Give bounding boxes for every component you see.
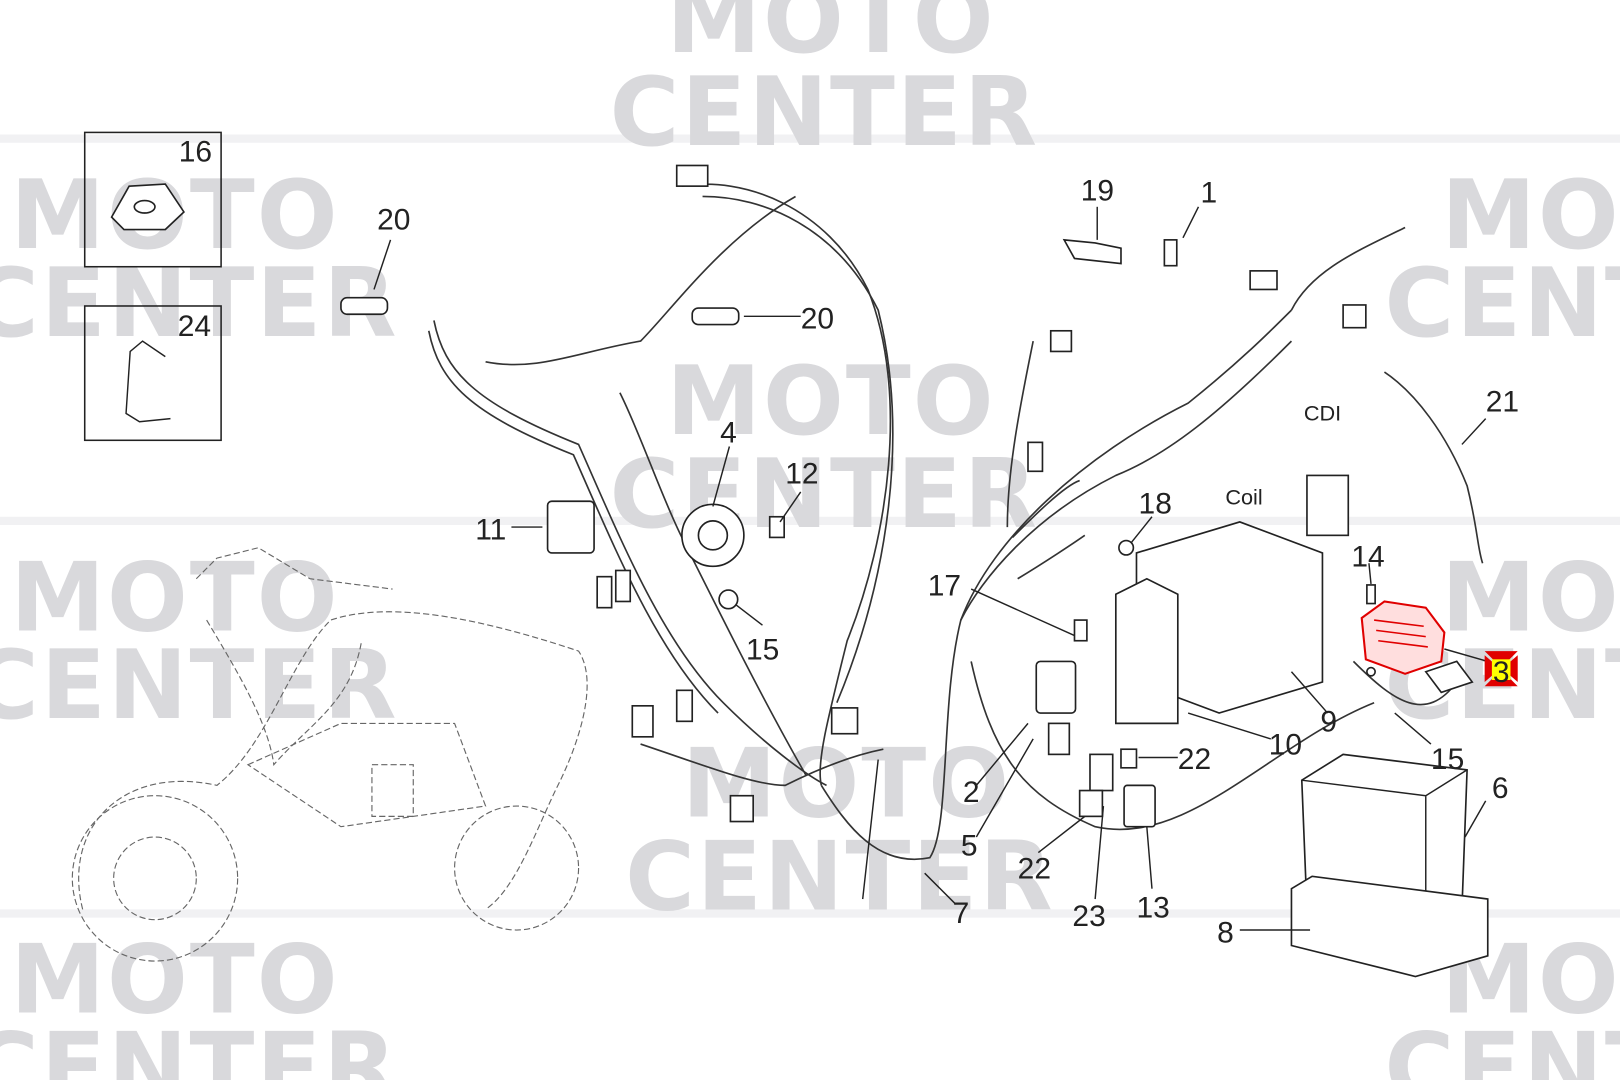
watermark-text: CENTER xyxy=(1384,249,1620,359)
flasher-relay-11 xyxy=(546,500,595,554)
callout-24: 24 xyxy=(178,310,211,343)
watermark-text: CENTER xyxy=(610,58,1040,168)
callout-15[interactable]: 15 xyxy=(1431,743,1464,776)
callout-8[interactable]: 8 xyxy=(1217,916,1234,949)
watermark-text: CENTER xyxy=(0,631,399,741)
callout-4[interactable]: 4 xyxy=(720,416,737,449)
watermark-text: MOTO xyxy=(666,0,995,75)
callout-6[interactable]: 6 xyxy=(1492,772,1509,805)
watermark-text: MOTO xyxy=(1441,161,1620,271)
clamp-19 xyxy=(1062,238,1122,265)
callout-23[interactable]: 23 xyxy=(1072,900,1105,933)
callout-17[interactable]: 17 xyxy=(928,569,961,602)
callout-22[interactable]: 22 xyxy=(1018,852,1051,885)
components xyxy=(340,164,1489,978)
connector-label-coil: Coil xyxy=(1225,484,1262,509)
callout-7[interactable]: 7 xyxy=(953,897,970,930)
callout-22[interactable]: 22 xyxy=(1178,743,1211,776)
callout-21[interactable]: 21 xyxy=(1486,385,1519,418)
inset-part-24[interactable]: 24 xyxy=(83,305,222,442)
inset-part-16[interactable]: 16 xyxy=(83,131,222,268)
watermark-text: CENTER xyxy=(610,440,1040,550)
callout-20[interactable]: 20 xyxy=(801,303,834,336)
battery-tray-8 xyxy=(1290,875,1489,978)
callouts: 20 20 19 1 21 4 12 11 15 18 17 14 9 10 1… xyxy=(377,175,1519,950)
connector-label-cdi: CDI xyxy=(1304,401,1341,426)
callout-3: 3 xyxy=(1493,656,1510,689)
callout-12[interactable]: 12 xyxy=(785,458,818,491)
callout-11[interactable]: 11 xyxy=(475,513,506,546)
watermark-text: MOTO xyxy=(666,347,995,457)
callout-14[interactable]: 14 xyxy=(1351,540,1384,573)
watermark-text: CENTER xyxy=(0,1013,399,1080)
callout-13[interactable]: 13 xyxy=(1136,892,1169,925)
callout-1[interactable]: 1 xyxy=(1201,177,1218,210)
callout-16: 16 xyxy=(179,135,212,168)
watermark-text: MOTO xyxy=(10,926,339,1036)
callout-19[interactable]: 19 xyxy=(1081,175,1114,208)
callout-18[interactable]: 18 xyxy=(1139,488,1172,521)
voltage-regulator-part-3[interactable] xyxy=(1360,584,1488,694)
scooter-outline xyxy=(71,547,588,962)
watermark-text: MOTO xyxy=(1441,543,1620,653)
coil-9 xyxy=(1114,577,1179,725)
watermark-text: CENTER xyxy=(625,822,1055,932)
callout-20[interactable]: 20 xyxy=(377,204,410,237)
main-harness xyxy=(427,183,1484,861)
watermark-text: CENTER xyxy=(1384,1013,1620,1080)
leader-lines xyxy=(373,206,1487,931)
highlight-marker-3[interactable]: 3 xyxy=(1484,651,1518,689)
callout-2[interactable]: 2 xyxy=(963,776,980,809)
callout-5[interactable]: 5 xyxy=(961,830,978,863)
callout-15[interactable]: 15 xyxy=(746,633,779,666)
callout-10[interactable]: 10 xyxy=(1269,728,1302,761)
callout-9[interactable]: 9 xyxy=(1320,706,1337,739)
watermark-text: MOTO xyxy=(10,543,339,653)
